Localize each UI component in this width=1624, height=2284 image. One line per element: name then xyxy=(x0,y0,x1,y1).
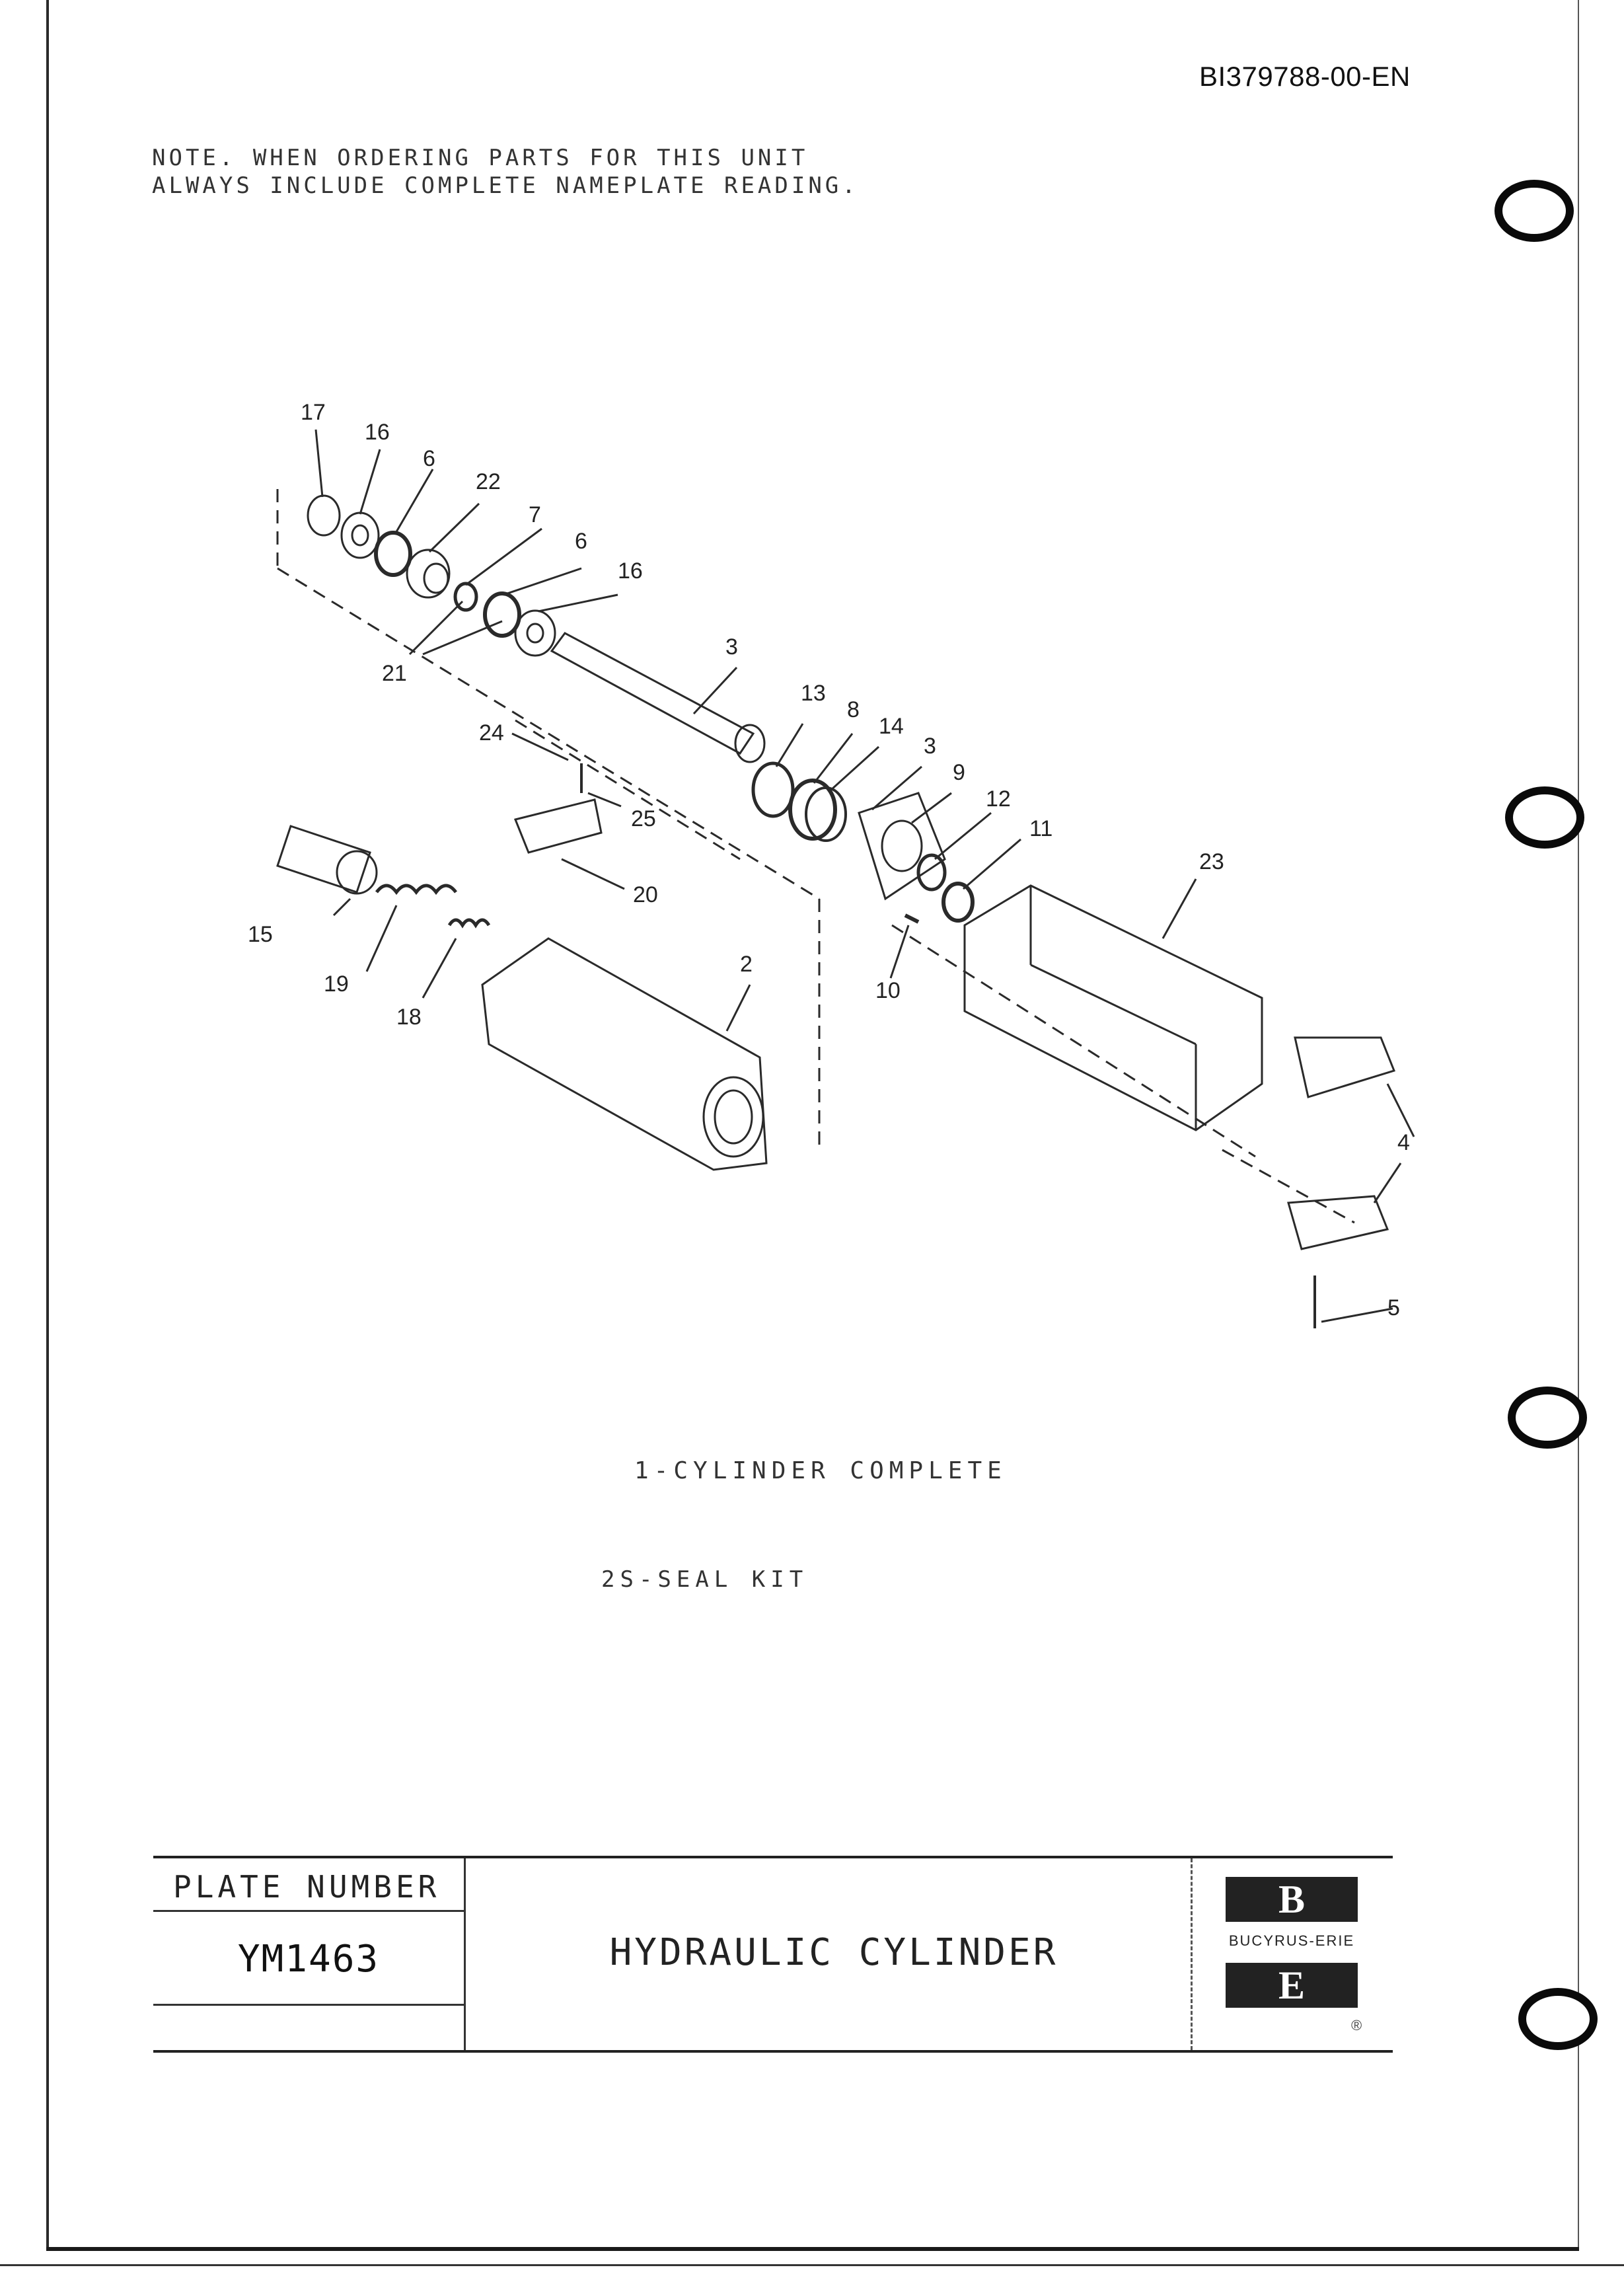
callout-22: 22 xyxy=(476,469,501,494)
plate-number-label: PLATE NUMBER xyxy=(173,1869,441,1905)
callout-2: 2 xyxy=(740,952,753,977)
page-bottom-rule xyxy=(0,2264,1624,2266)
callout-3b: 3 xyxy=(924,734,936,759)
callout-20: 20 xyxy=(633,882,658,907)
assembly-axis-line xyxy=(277,567,820,900)
seal-7 xyxy=(453,582,478,612)
callout-8: 8 xyxy=(847,697,860,722)
block-23 xyxy=(963,884,1263,1131)
ring-12 xyxy=(916,853,947,892)
ordering-note: NOTE. WHEN ORDERING PARTS FOR THIS UNIT … xyxy=(152,144,859,200)
spring-19 xyxy=(375,884,457,895)
washer-16 xyxy=(340,512,380,559)
bracket-4b xyxy=(1287,1195,1389,1250)
callout-17: 17 xyxy=(301,400,326,425)
bolt-10 xyxy=(904,913,920,924)
callout-19: 19 xyxy=(324,971,349,997)
oring-6 xyxy=(374,531,412,577)
callout-15: 15 xyxy=(248,922,273,947)
registered-mark: ® xyxy=(1351,2017,1362,2034)
ring-13 xyxy=(751,761,795,818)
callout-9: 9 xyxy=(953,760,965,785)
callout-11: 11 xyxy=(1029,816,1052,841)
callout-23: 23 xyxy=(1199,849,1224,874)
end-cap-17 xyxy=(307,494,341,537)
ordering-note-line-2: ALWAYS INCLUDE COMPLETE NAMEPLATE READIN… xyxy=(152,172,859,199)
callout-16: 16 xyxy=(365,420,390,445)
plate-number-cell: PLATE NUMBER YM1463 xyxy=(153,1858,466,2050)
rod-3 xyxy=(550,632,755,755)
callout-21: 21 xyxy=(382,661,407,686)
piston-22 xyxy=(406,549,451,599)
plate-number-bottom-divider xyxy=(153,2004,464,2006)
ordering-note-line-1: NOTE. WHEN ORDERING PARTS FOR THIS UNIT xyxy=(152,145,809,171)
ring-11 xyxy=(941,882,975,923)
binder-hole-4 xyxy=(1518,1988,1598,2050)
callout-10: 10 xyxy=(875,978,901,1003)
page-right-border xyxy=(1578,0,1579,2247)
bracket-20 xyxy=(513,798,603,854)
callout-25: 25 xyxy=(631,806,656,831)
caption-cylinder-complete: 1-CYLINDER COMPLETE xyxy=(634,1457,1007,1484)
plunger-15 xyxy=(276,825,371,894)
washer-16b xyxy=(514,609,556,657)
callout-14: 14 xyxy=(879,714,904,739)
bracket-4a xyxy=(1294,1036,1395,1098)
callout-6b: 6 xyxy=(575,529,587,554)
callout-24: 24 xyxy=(479,720,504,745)
callout-13: 13 xyxy=(801,681,826,706)
binder-hole-1 xyxy=(1495,180,1574,242)
plate-number-value: YM1463 xyxy=(237,1938,380,1981)
logo-b-letter: B xyxy=(1278,1878,1306,1921)
caption-seal-kit: 2S-SEAL KIT xyxy=(601,1566,809,1593)
gland-9 xyxy=(858,792,946,901)
logo-b-block: B xyxy=(1226,1877,1358,1922)
callout-7: 7 xyxy=(529,502,541,527)
ring-14 xyxy=(805,786,847,842)
company-logo: B BUCYRUS-ERIE E ® xyxy=(1191,1858,1391,2050)
binder-hole-2 xyxy=(1505,786,1584,849)
oring-6b xyxy=(483,591,521,638)
logo-e-letter: E xyxy=(1278,1963,1306,2007)
document-id: BI379788-00-EN xyxy=(1199,61,1411,92)
callout-3: 3 xyxy=(725,634,738,660)
title-block: PLATE NUMBER YM1463 HYDRAULIC CYLINDER B… xyxy=(153,1856,1393,2053)
callout-16b: 16 xyxy=(618,558,643,584)
binder-hole-3 xyxy=(1508,1387,1587,1449)
page-bottom-border xyxy=(46,2247,1579,2251)
page-left-border xyxy=(46,0,49,2250)
company-name: BUCYRUS-ERIE xyxy=(1228,1932,1355,1949)
callout-5: 5 xyxy=(1387,1295,1400,1320)
callout-4: 4 xyxy=(1397,1130,1410,1155)
plate-number-divider xyxy=(153,1910,464,1912)
callout-6: 6 xyxy=(423,446,435,471)
callout-18: 18 xyxy=(396,1005,422,1030)
callout-12: 12 xyxy=(986,786,1011,812)
housing-2 xyxy=(481,937,768,1171)
ring-8 xyxy=(788,779,837,841)
spring-18 xyxy=(447,918,491,929)
plate-title: HYDRAULIC CYLINDER xyxy=(609,1931,1058,1974)
logo-e-block: E xyxy=(1226,1963,1358,2008)
